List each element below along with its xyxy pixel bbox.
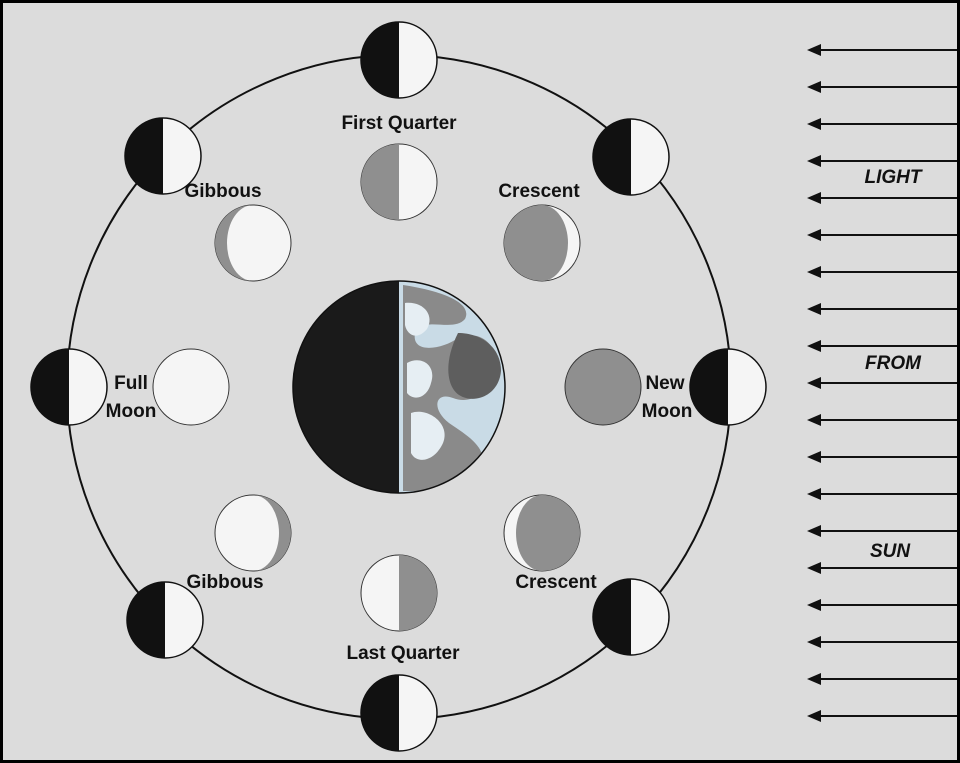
moon-inner-first-quarter <box>360 143 438 221</box>
label-first-quarter: First Quarter <box>341 113 457 134</box>
sunlight-arrow-head <box>807 636 821 648</box>
label-full-moon-line2: Moon <box>106 401 157 422</box>
sunlight-arrow-head <box>807 488 821 500</box>
moon-outer-gibbous-top <box>124 117 202 195</box>
sunlight-arrow-head <box>807 340 821 352</box>
label-last-quarter: Last Quarter <box>347 643 461 664</box>
sunlight-arrow-head <box>807 192 821 204</box>
label-crescent-bottom: Crescent <box>515 572 597 593</box>
label-new-moon-line1: New <box>645 373 684 394</box>
sunlight-arrow-head <box>807 599 821 611</box>
sunlight-arrow-head <box>807 118 821 130</box>
sunlight-arrow-head <box>807 44 821 56</box>
label-full-moon-line1: Full <box>114 373 148 394</box>
sunlight-arrow-head <box>807 525 821 537</box>
moon-outer-first-quarter <box>360 21 438 99</box>
moon-phases-diagram: First Quarter Crescent Gibbous Full Moon… <box>30 21 957 752</box>
sunlight-arrow-head <box>807 155 821 167</box>
label-gibbous-bottom: Gibbous <box>186 572 263 593</box>
label-new-moon-line2: Moon <box>642 401 693 422</box>
sunlight-arrow-head <box>807 414 821 426</box>
sunlight-word-2: FROM <box>865 353 922 374</box>
moon-outer-last-quarter <box>360 674 438 752</box>
sunlight-arrow-head <box>807 710 821 722</box>
moon-outer-crescent-top <box>592 118 670 196</box>
moon-inner-last-quarter <box>360 554 438 632</box>
sunlight-arrow-head <box>807 229 821 241</box>
inner-moons <box>152 143 642 632</box>
sunlight-arrow-head <box>807 377 821 389</box>
moon-inner-crescent-bottom <box>503 494 581 572</box>
sunlight-word-3: SUN <box>870 541 911 562</box>
sunlight-arrow-head <box>807 673 821 685</box>
moon-outer-gibbous-bottom <box>126 581 204 659</box>
outer-moons <box>30 21 767 752</box>
moon-inner-full-moon <box>152 348 230 426</box>
moon-outer-new-moon <box>689 348 767 426</box>
moon-inner-crescent-top <box>503 204 581 282</box>
sunlight-arrow-head <box>807 303 821 315</box>
moon-inner-gibbous-bottom <box>214 494 292 572</box>
sunlight-arrow-head <box>807 266 821 278</box>
moon-outer-full-moon <box>30 348 108 426</box>
sunlight-arrow-head <box>807 81 821 93</box>
moon-outer-crescent-bottom <box>592 578 670 656</box>
sunlight-arrow-head <box>807 562 821 574</box>
moon-inner-new-moon <box>564 348 642 426</box>
label-gibbous-top: Gibbous <box>184 181 261 202</box>
sunlight-arrows <box>807 44 957 722</box>
label-crescent-top: Crescent <box>498 181 580 202</box>
moon-inner-gibbous-top <box>214 204 292 282</box>
earth <box>292 280 506 494</box>
sunlight-arrow-head <box>807 451 821 463</box>
sunlight-word-1: LIGHT <box>865 167 923 188</box>
